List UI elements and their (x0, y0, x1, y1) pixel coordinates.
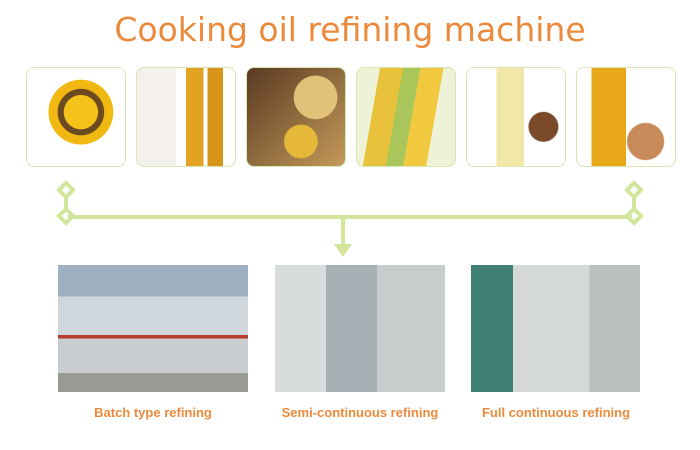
caption-batch: Batch type refining (94, 405, 212, 420)
caption-semi-continuous: Semi-continuous refining (281, 405, 439, 420)
coconut-image (466, 67, 566, 167)
cotton-seed-image (136, 67, 236, 167)
page-title: Cooking oil refining machine (114, 10, 586, 49)
batch-refining-photo (58, 265, 248, 392)
diamond-icon (624, 180, 644, 200)
diamond-icon (56, 180, 76, 200)
semi-continuous-refining-photo (275, 265, 445, 392)
diamond-icon (56, 206, 76, 226)
diamond-icon (624, 206, 644, 226)
soybean-image (246, 67, 346, 167)
sunflower-image (26, 67, 126, 167)
full-continuous-refining-photo (471, 265, 640, 392)
corn-image (356, 67, 456, 167)
peanut-image (576, 67, 676, 167)
down-arrow-icon (334, 244, 352, 257)
caption-full-continuous: Full continuous refining (481, 405, 631, 420)
